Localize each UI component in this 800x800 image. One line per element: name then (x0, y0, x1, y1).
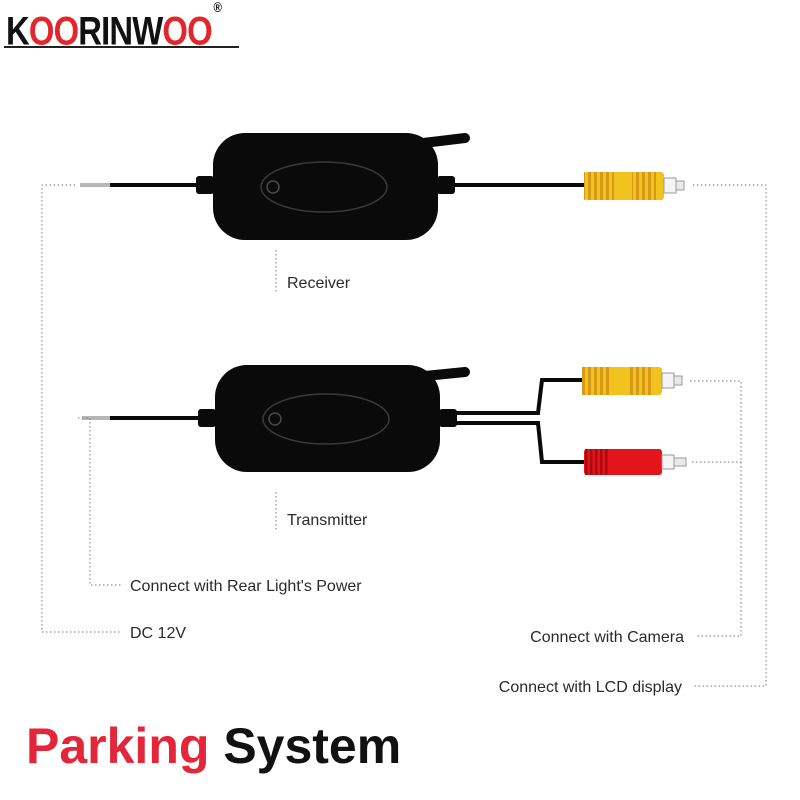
registered-mark: ® (213, 0, 222, 15)
receiver-window (260, 161, 388, 213)
brand-underline (4, 46, 239, 48)
brand-letters-middle: RINW (78, 9, 163, 54)
transmitter-split-cable (439, 378, 586, 464)
transmitter-power-wire (82, 409, 216, 427)
dc-leader (41, 184, 120, 633)
camera-label: Connect with Camera (530, 629, 684, 646)
lcd-leader (693, 184, 767, 687)
transmitter-label: Transmitter (287, 512, 368, 529)
dc-label: DC 12V (130, 625, 186, 642)
transmitter-led (268, 412, 282, 426)
transmitter-body (215, 365, 440, 472)
receiver-power-wire (80, 176, 214, 194)
transmitter-window (262, 393, 390, 445)
title-word-system: System (223, 718, 402, 774)
brand-logo: KOORINWOO® (6, 0, 222, 54)
camera-leader (690, 380, 742, 637)
receiver-led (266, 180, 280, 194)
rear-light-label: Connect with Rear Light's Power (130, 578, 362, 595)
brand-letters-oo-end: OO (162, 9, 212, 54)
brand-letter-k: K (6, 9, 30, 54)
receiver-yellow-rca (584, 172, 685, 200)
receiver-label: Receiver (287, 275, 351, 292)
transmitter-yellow-rca (582, 367, 683, 395)
leader-lines (41, 184, 767, 687)
title-word-parking: Parking (26, 718, 210, 774)
transmitter-unit (215, 365, 470, 472)
receiver-unit (213, 133, 470, 240)
rear-light-leader (78, 417, 122, 586)
receiver-body (213, 133, 438, 240)
brand-letters-oo: OO (28, 9, 79, 54)
transmitter-red-dc-plug (584, 449, 687, 475)
page-title: Parking System (26, 716, 401, 776)
receiver-video-cable (437, 176, 588, 194)
lcd-label: Connect with LCD display (499, 679, 682, 696)
